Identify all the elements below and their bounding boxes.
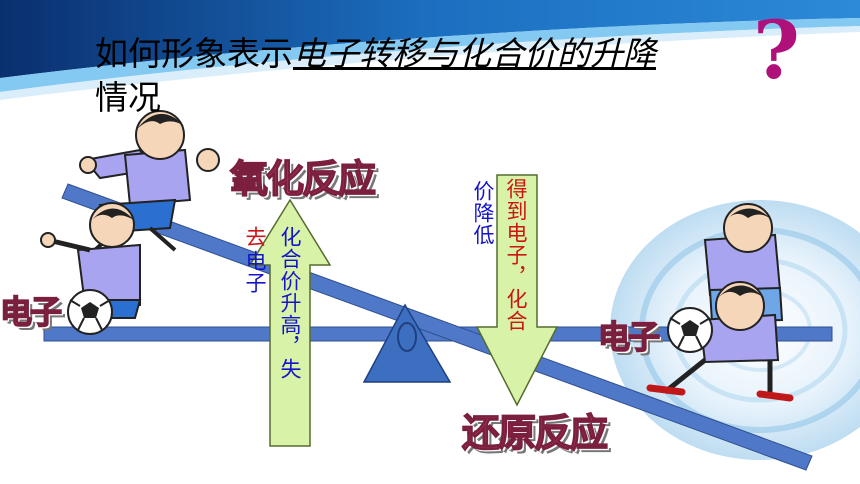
reduction-label: 还原反应 — [461, 410, 609, 456]
up-arrow-side-text-1: 去 — [243, 226, 267, 248]
title-highlight: 电子转移与化合价的升降 — [293, 34, 656, 73]
down-arrow — [475, 174, 559, 407]
soccer-ball-icon — [67, 289, 113, 335]
up-arrow-text: 化合价升高，失 — [278, 226, 302, 380]
electron-label-left: 电子 — [0, 292, 63, 332]
seesaw-beam — [61, 183, 813, 471]
soccer-ball-icon — [667, 307, 713, 353]
title-prefix: 如何形象表示 — [95, 34, 293, 73]
title-line2: 情况 — [95, 78, 161, 117]
header-swoosh — [0, 0, 860, 100]
up-arrow-side-text-2: 电子 — [243, 250, 267, 294]
page-title: 如何形象表示电子转移与化合价的升降 — [95, 34, 656, 74]
electron-label-right: 电子 — [597, 317, 661, 357]
down-arrow-side-text: 价降低 — [471, 180, 495, 246]
oxidation-label: 氧化反应 — [229, 156, 377, 202]
fulcrum-icon — [362, 303, 452, 383]
down-arrow-text: 得到电子，化合 — [504, 178, 528, 332]
question-mark-icon: ? — [753, 3, 800, 97]
up-arrow — [248, 198, 332, 447]
